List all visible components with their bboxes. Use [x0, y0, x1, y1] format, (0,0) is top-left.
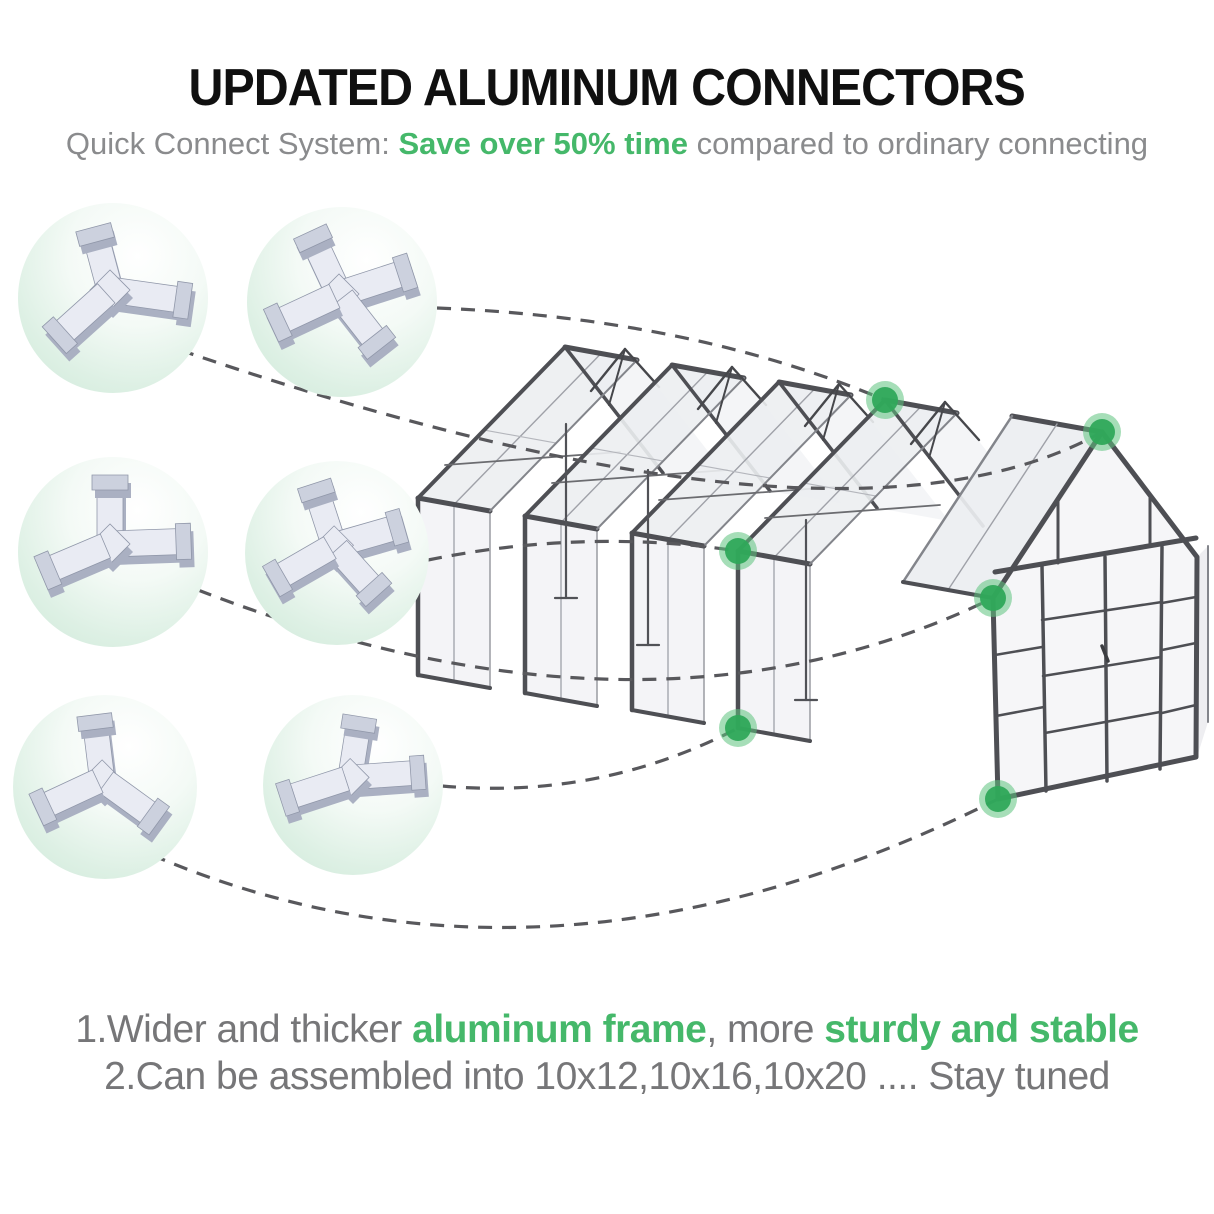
- connector-badge-6: [263, 695, 443, 875]
- footer-highlight-aluminum-frame: aluminum frame: [412, 1008, 707, 1051]
- joint-marker: [1083, 413, 1121, 451]
- connector-link: [427, 539, 739, 562]
- subtitle-suffix: compared to ordinary connecting: [687, 126, 1149, 161]
- connector-links: [151, 306, 1103, 930]
- page-title: UPDATED ALUMINUM CONNECTORS: [188, 59, 1026, 117]
- footer-text: , more: [706, 1008, 825, 1051]
- joint-marker: [719, 709, 757, 747]
- connector-link: [436, 306, 886, 402]
- joint-marker: [719, 532, 757, 570]
- connector-link: [179, 348, 1103, 491]
- subtitle-prefix: Quick Connect System:: [65, 126, 399, 161]
- connector-link: [151, 797, 999, 930]
- greenhouse-illustration: [415, 344, 1209, 802]
- joint-marker: [979, 780, 1017, 818]
- subtitle-highlight: Save over 50% time: [398, 126, 688, 161]
- connector-badge-4: [245, 461, 429, 645]
- three-way-y-corner-connector-icon: [28, 712, 173, 843]
- four-way-cross-connector-icon: [262, 223, 421, 368]
- connector-badge-1: [18, 203, 208, 393]
- three-way-tee-corner-connector-icon: [33, 474, 195, 598]
- four-way-cross-connector-icon: [261, 477, 412, 615]
- three-way-tee-connector-icon: [275, 713, 429, 824]
- footer-highlight-sturdy-stable: sturdy and stable: [824, 1008, 1139, 1051]
- connector-badge-5: [13, 695, 197, 879]
- connector-link: [197, 588, 994, 682]
- joint-markers: [719, 381, 1121, 818]
- subtitle: Quick Connect System: Save over 50% time…: [0, 126, 1214, 162]
- joint-marker: [974, 579, 1012, 617]
- joint-marker: [866, 381, 904, 419]
- footer: 1.Wider and thicker aluminum frame, more…: [0, 1006, 1214, 1100]
- connector-link: [441, 726, 739, 790]
- footer-text: 1.Wider and thicker: [75, 1008, 413, 1051]
- footer-line-1: 1.Wider and thicker aluminum frame, more…: [0, 1006, 1214, 1053]
- connector-badge-3: [18, 457, 208, 647]
- three-way-corner-connector-icon: [41, 222, 196, 362]
- footer-line-2: 2.Can be assembled into 10x12,10x16,10x2…: [104, 1055, 1110, 1098]
- header: UPDATED ALUMINUM CONNECTORS Quick Connec…: [0, 58, 1214, 162]
- connector-badge-2: [247, 207, 437, 397]
